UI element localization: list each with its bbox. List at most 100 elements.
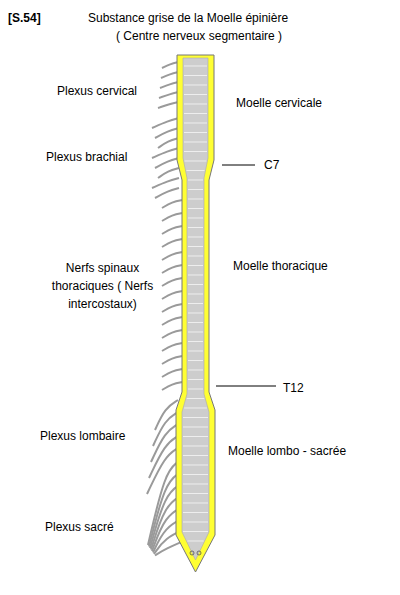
segment-line (183, 436, 208, 437)
nerve-root (152, 148, 179, 158)
plexus-label: Plexus brachial (46, 149, 127, 166)
segment-line (184, 94, 207, 95)
segment-line (184, 123, 207, 124)
segment-line (188, 370, 203, 371)
segment-line (188, 360, 203, 361)
segment-line (184, 85, 207, 86)
region-label: Moelle lombo - sacrée (228, 443, 346, 460)
nerve-root (162, 226, 183, 234)
segment-line (184, 142, 207, 143)
nerve-root (151, 424, 178, 462)
segment-line (188, 265, 203, 266)
nerve-root (162, 239, 183, 247)
segment-line (188, 322, 203, 323)
segment-line (188, 294, 203, 295)
plexus-label: Plexus sacré (45, 519, 114, 536)
segment-line (188, 332, 203, 333)
nerve-root (159, 92, 179, 98)
segment-line (184, 151, 207, 152)
nerve-root (162, 265, 183, 273)
nerve-root (162, 252, 183, 260)
nerve-root (162, 356, 183, 364)
nerve-root (162, 213, 183, 221)
nerve-root (162, 304, 183, 312)
segment-line (183, 446, 208, 447)
segment-line (185, 161, 207, 162)
nerve-root (162, 330, 183, 338)
segment-line (187, 541, 203, 542)
plexus-label: Plexus cervical (57, 83, 137, 100)
region-label: Moelle cervicale (236, 95, 322, 112)
segment-line (188, 199, 203, 200)
segment-line (188, 303, 203, 304)
filum-mark (197, 551, 201, 555)
nerve-label: Nerfs spinaux thoraciques ( Nerfs interc… (45, 259, 160, 313)
nerve-root (158, 138, 179, 148)
segment-line (188, 341, 203, 342)
nerve-root (152, 118, 179, 128)
segment-line (188, 351, 203, 352)
nerve-root (158, 168, 179, 178)
segment-line (184, 75, 207, 76)
segment-line (184, 408, 207, 409)
nerve-root (162, 278, 183, 286)
nerve-root (155, 128, 179, 138)
nerve-root (155, 188, 179, 198)
segment-line (188, 313, 203, 314)
nerve-root (162, 369, 183, 377)
nerve-root (162, 382, 183, 390)
segment-line (188, 284, 203, 285)
segment-line (183, 427, 208, 428)
segment-line (188, 189, 203, 190)
nerve-root (155, 158, 179, 168)
region-label: Moelle thoracique (233, 258, 328, 275)
grey-matter (182, 58, 209, 560)
level-marker (216, 386, 276, 387)
nerve-root (158, 102, 179, 108)
segment-line (187, 170, 205, 171)
nerve-root (153, 412, 178, 446)
segment-line (188, 275, 203, 276)
segment-line (188, 237, 203, 238)
subtitle: ( Centre nerveux segmentaire ) (116, 28, 282, 45)
nerve-root (160, 82, 179, 88)
diagram-title: Substance grise de la Moelle épinière (88, 10, 288, 27)
segment-line (188, 227, 203, 228)
segment-line (183, 522, 208, 523)
segment-line (187, 398, 205, 399)
segment-lines (183, 66, 208, 541)
segment-line (188, 379, 203, 380)
segment-line (183, 465, 208, 466)
level-marker (222, 165, 255, 166)
segment-line (184, 66, 207, 67)
white-matter (176, 55, 215, 572)
segment-line (183, 531, 208, 532)
segment-line (183, 455, 208, 456)
nerve-root (161, 72, 179, 78)
segment-line (188, 208, 203, 209)
plexus-label: Plexus lombaire (40, 428, 125, 445)
figure-number: [S.54] (8, 10, 41, 27)
segment-line (184, 113, 207, 114)
nerve-root (162, 317, 183, 325)
segment-line (184, 104, 207, 105)
segment-line (183, 417, 208, 418)
nerve-root (162, 343, 183, 351)
segment-line (188, 246, 203, 247)
segment-line (183, 512, 208, 513)
level-label: T12 (283, 380, 304, 397)
level-label: C7 (264, 157, 279, 174)
nerve-root (162, 291, 183, 299)
segment-line (183, 503, 208, 504)
segment-line (183, 493, 208, 494)
segment-line (188, 218, 203, 219)
nerve-root (149, 436, 178, 478)
segment-line (188, 389, 203, 390)
segment-line (184, 132, 207, 133)
nerve-root (162, 62, 179, 68)
nerve-root (162, 200, 183, 208)
segment-line (188, 180, 203, 181)
nerve-root (152, 178, 179, 188)
segment-line (183, 474, 208, 475)
